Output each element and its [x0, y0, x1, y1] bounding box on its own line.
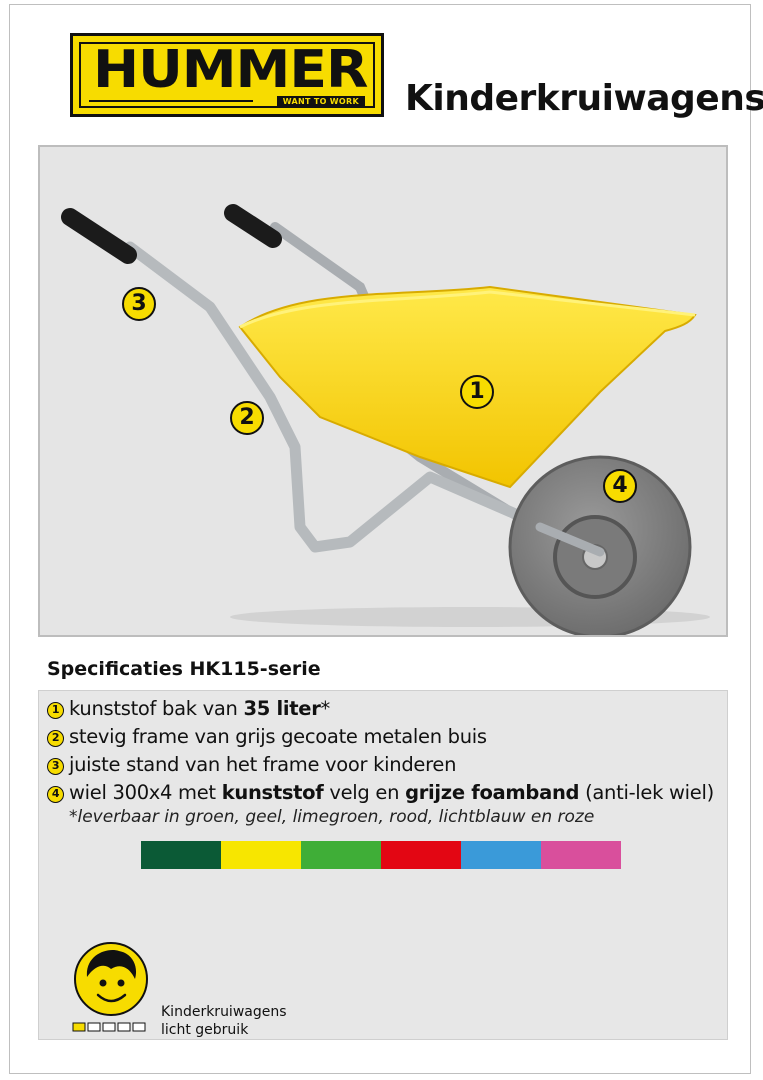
rating-box — [132, 1022, 146, 1032]
spec-item: 2 stevig frame van grijs gecoate metalen … — [47, 723, 723, 751]
swatch-lime — [301, 841, 381, 869]
spec-text: wiel 300x4 met — [69, 781, 222, 804]
rating-box — [87, 1022, 101, 1032]
availability-note: *leverbaar in groen, geel, limegroen, ro… — [69, 807, 595, 827]
spec-highlight: grijze foamband — [405, 781, 580, 804]
callout-3: 3 — [122, 287, 156, 321]
rating-box — [102, 1022, 116, 1032]
spec-text-mid: velg en — [323, 781, 406, 804]
rating-box — [117, 1022, 131, 1032]
spec-item: 3 juiste stand van het frame voor kindere… — [47, 751, 723, 779]
usage-line-2: licht gebruik — [161, 1022, 249, 1038]
hummer-logo: HUMMER WANT TO WORK — [70, 33, 384, 117]
logo-inner-border: HUMMER WANT TO WORK — [79, 40, 375, 108]
spec-highlight: kunststof — [221, 781, 324, 804]
product-photo-panel: 1 2 3 4 — [38, 145, 728, 637]
swatch-red — [381, 841, 461, 869]
callout-4: 4 — [603, 469, 637, 503]
usage-rating-boxes — [72, 1022, 146, 1032]
spec-heading: Specificaties HK115-serie — [47, 658, 321, 680]
page-title: Kinderkruiwagens — [405, 78, 763, 119]
spec-text-post: (anti-lek wiel) — [579, 781, 714, 804]
spec-text-mid: * — [320, 697, 331, 720]
spec-text: juiste stand van het frame voor kinderen — [69, 753, 457, 776]
spec-number-badge: 3 — [47, 758, 64, 775]
spec-highlight: 35 liter — [243, 697, 321, 720]
spec-list: 1 kunststof bak van 35 liter* 2 stevig fra… — [47, 695, 723, 807]
logo-underline — [89, 100, 253, 102]
usage-label: Kinderkruiwagens licht gebruik — [161, 1003, 287, 1039]
logo-tagline: WANT TO WORK — [276, 96, 365, 107]
spec-number-badge: 2 — [47, 730, 64, 747]
color-swatches — [141, 841, 621, 869]
usage-line-1: Kinderkruiwagens — [161, 1004, 287, 1020]
spec-item: 4 wiel 300x4 met kunststof velg en grijze… — [47, 779, 723, 807]
spec-text: stevig frame van grijs gecoate metalen b… — [69, 725, 487, 748]
spec-item: 1 kunststof bak van 35 liter* — [47, 695, 723, 723]
wheelbarrow-illustration — [61, 204, 710, 635]
spec-text: kunststof bak van — [69, 697, 244, 720]
rating-box — [72, 1022, 86, 1032]
swatch-lightblue — [461, 841, 541, 869]
swatch-pink — [541, 841, 621, 869]
spec-panel: 1 kunststof bak van 35 liter* 2 stevig fra… — [38, 690, 728, 1040]
spec-number-badge: 4 — [47, 786, 64, 803]
swatch-green — [141, 841, 221, 869]
child-face-icon — [72, 942, 148, 1032]
page-frame — [9, 4, 751, 1074]
swatch-yellow — [221, 841, 301, 869]
callout-2: 2 — [230, 401, 264, 435]
logo-wordmark: HUMMER — [93, 40, 368, 100]
callout-1: 1 — [460, 375, 494, 409]
spec-number-badge: 1 — [47, 702, 64, 719]
